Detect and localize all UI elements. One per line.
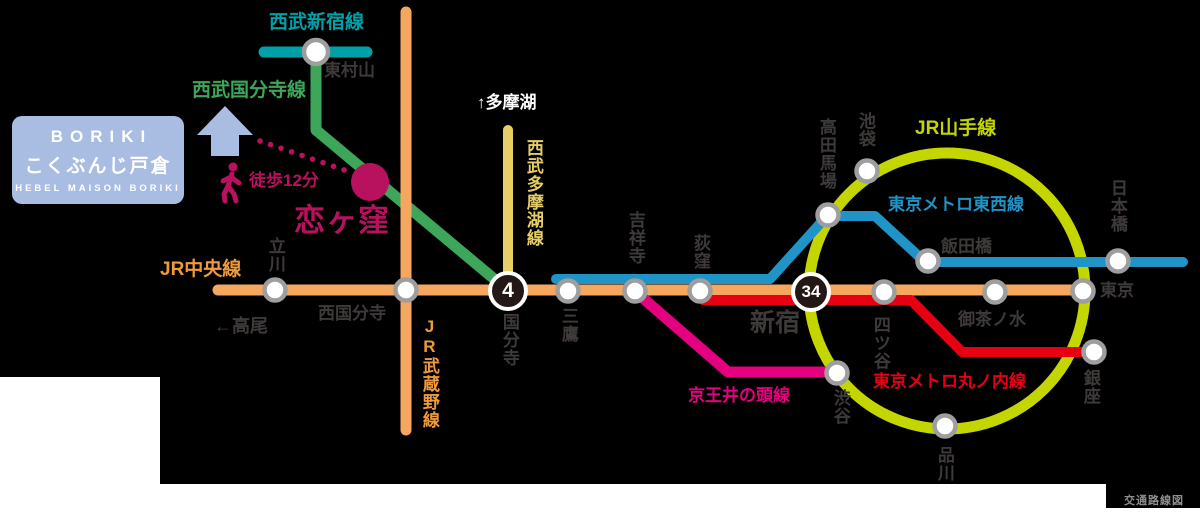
keio-inokashira-line: [633, 288, 835, 378]
station-marker-nishi-kokubunji: [393, 277, 419, 303]
station-marker-ogikubo: [687, 278, 713, 304]
direction-note-takao: ←高尾: [214, 316, 268, 336]
station-label-kokubunji: 国分寺: [499, 313, 519, 367]
station-marker-iidabashi: [915, 248, 941, 274]
transfer-badge-shinjuku: 34: [791, 272, 831, 312]
station-marker-yotsuya: [871, 279, 897, 305]
station-marker-ochanomizu: [982, 279, 1008, 305]
badge-value: 4: [502, 279, 514, 302]
station-label-shinjuku: 新宿: [750, 309, 801, 337]
property-name: こくぶんじ戸倉: [24, 155, 172, 177]
station-label-tachikawa: 立川: [265, 237, 285, 273]
walk-dotted-path: [257, 138, 353, 175]
station-label-mitaka: 三鷹: [558, 307, 578, 343]
line-label-tozai: 東京メトロ東西線: [888, 195, 1024, 214]
station-label-nishi-kokubunji: 西国分寺: [318, 304, 386, 323]
station-marker-mitaka: [555, 278, 581, 304]
station-marker-tachikawa: [262, 277, 288, 303]
arrow-up-icon: [197, 106, 253, 156]
station-label-ikebukuro: 池袋: [855, 112, 875, 148]
station-marker-higashimurayama: [301, 37, 331, 67]
station-label-takadanobaba: 高田馬場: [816, 118, 836, 190]
station-label-iidabashi: 飯田橋: [941, 237, 992, 256]
station-label-ogikubo: 荻窪: [690, 234, 710, 270]
line-label-marunouchi: 東京メトロ丸ノ内線: [873, 372, 1026, 391]
seibu-kokubunji-line: [310, 51, 511, 294]
transfer-badge-kokubunji: 4: [488, 271, 528, 311]
white-panel-bottom: [0, 484, 1106, 520]
line-label-jr-chuo: JR中央線: [160, 259, 242, 280]
station-marker-kichijoji: [622, 278, 648, 304]
station-marker-ikebukuro: [854, 158, 880, 184]
white-panel-bottom-right: [1106, 508, 1200, 520]
station-label-shinagawa: 品川: [934, 446, 954, 482]
line-label-keio-inokashira: 京王井の頭線: [688, 386, 790, 405]
station-label-yotsuya: 四ツ谷: [870, 316, 890, 370]
property-card: BORIKI こくぶんじ戸倉 HEBEL MAISON BORIKI: [12, 116, 184, 204]
station-label-ochanomizu: 御茶ノ水: [958, 310, 1026, 329]
walking-person-icon: [220, 162, 242, 204]
badge-value: 34: [801, 282, 821, 301]
station-marker-tokyo: [1070, 278, 1096, 304]
station-label-higashimurayama: 東村山: [324, 61, 375, 80]
station-label-nihombashi: 日本橋: [1107, 179, 1127, 233]
station-label-shibuya: 渋谷: [830, 389, 850, 425]
line-label-jr-yamanote: JR山手線: [915, 118, 997, 139]
tozai-line: [551, 211, 1188, 284]
line-label-seibu-tamako: 西武多摩湖線: [523, 139, 543, 247]
station-marker-takadanobaba: [815, 202, 841, 228]
station-marker-koigakubo: [351, 163, 389, 201]
station-label-kichijoji: 吉祥寺: [625, 211, 645, 265]
line-label-jr-musashino: JR武蔵野線: [419, 317, 439, 429]
direction-note-tamako: ↑多摩湖: [477, 93, 537, 112]
station-marker-shinagawa: [932, 413, 958, 439]
map-caption: 交通路線図: [1124, 495, 1184, 507]
station-label-tokyo: 東京: [1100, 281, 1134, 300]
property-brand: BORIKI: [50, 126, 153, 146]
station-marker-shibuya: [824, 360, 850, 386]
station-marker-nihombashi: [1105, 248, 1131, 274]
line-label-seibu-shinjuku: 西武新宿線: [269, 12, 365, 33]
station-label-koigakubo: 恋ヶ窪: [294, 203, 390, 238]
station-marker-ginza: [1081, 339, 1107, 365]
property-subtitle: HEBEL MAISON BORIKI: [15, 182, 181, 194]
line-label-seibu-kokubunji: 西武国分寺線: [192, 80, 307, 101]
station-markers: [262, 37, 1131, 439]
station-label-ginza: 銀座: [1080, 369, 1100, 405]
walk-time-label: 徒歩12分: [249, 171, 319, 190]
